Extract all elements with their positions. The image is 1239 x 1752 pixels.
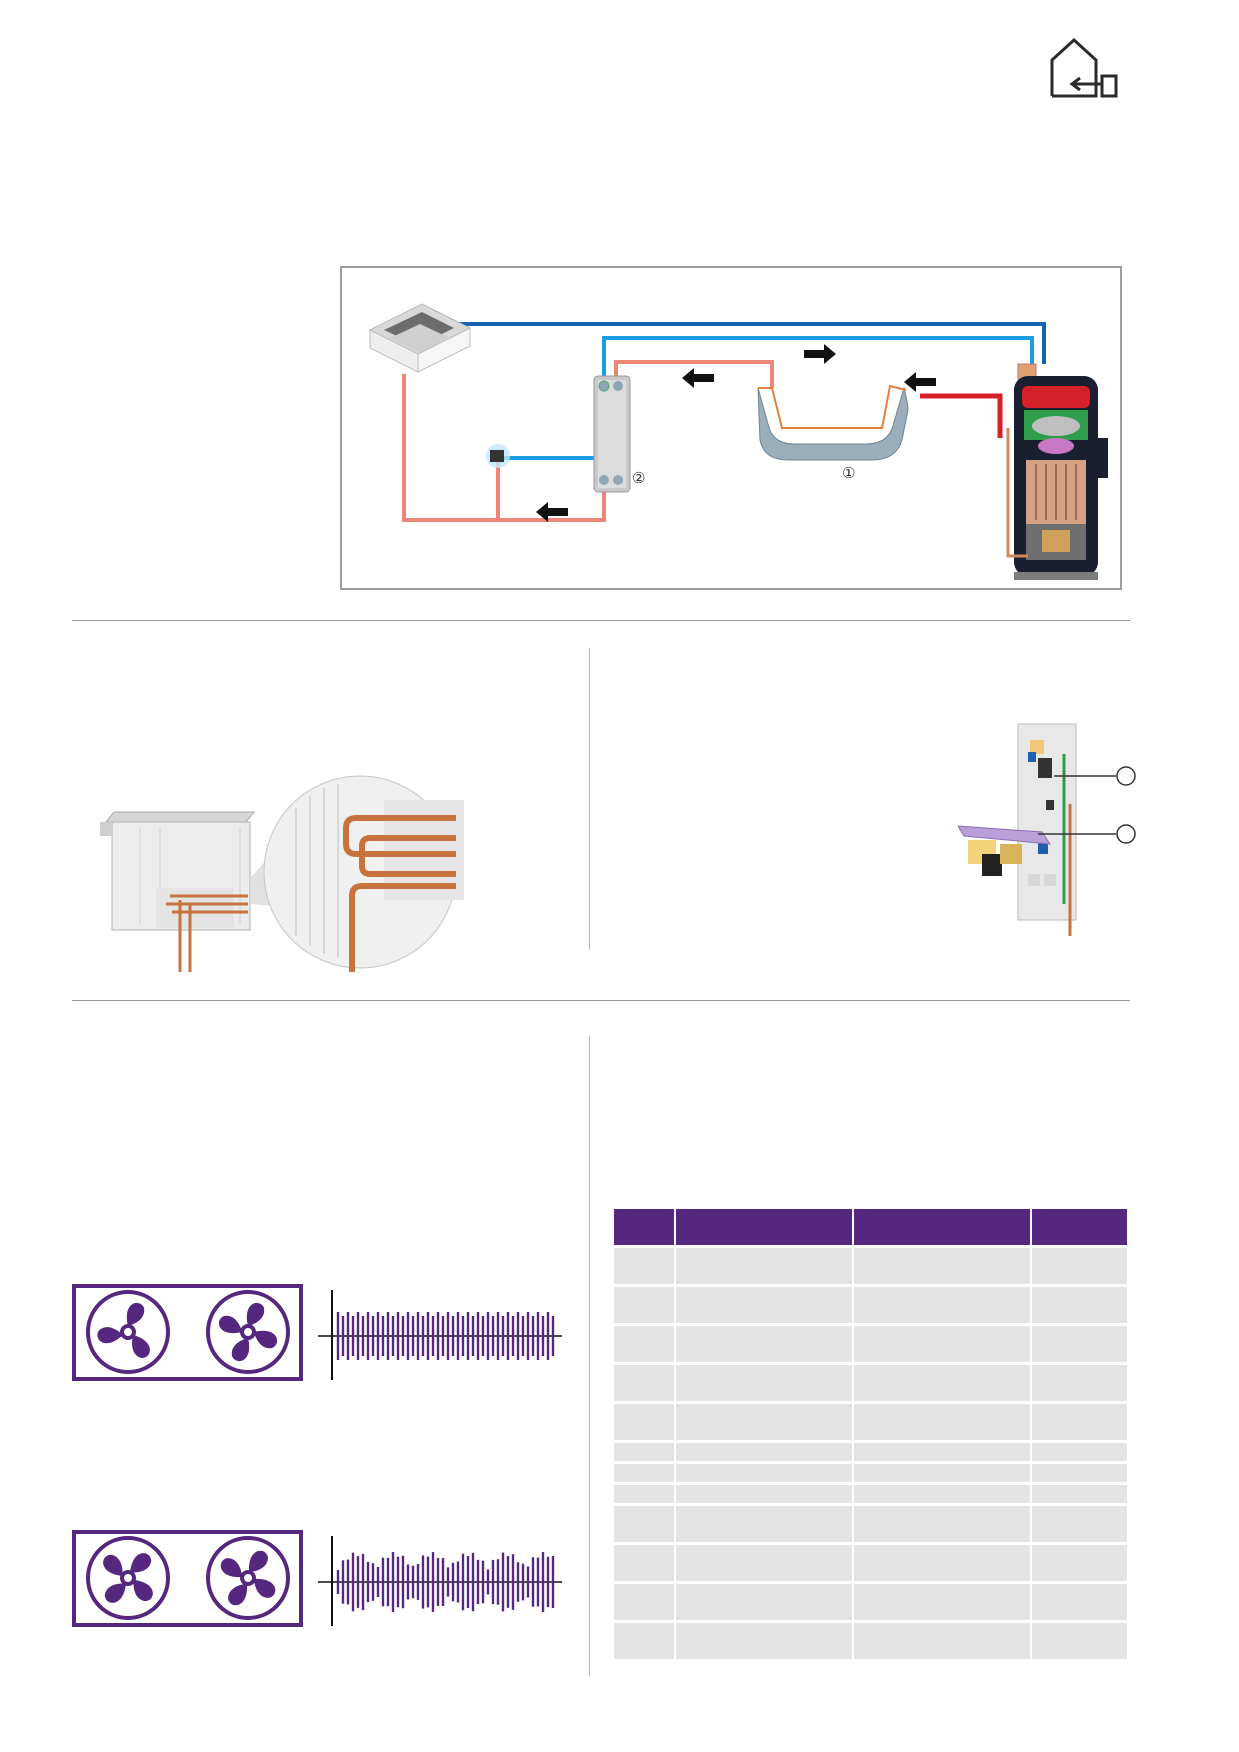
table-cell — [614, 1485, 674, 1503]
noise-waveform-constant — [318, 1290, 562, 1380]
table-cell — [1032, 1443, 1127, 1461]
table-cell — [854, 1623, 1030, 1659]
table-cell — [676, 1443, 852, 1461]
table-cell — [614, 1623, 674, 1659]
table-cell — [614, 1248, 674, 1284]
flow-arrows — [536, 344, 936, 522]
table-cell — [614, 1365, 674, 1401]
table-cell — [854, 1443, 1030, 1461]
table-cell — [1032, 1365, 1127, 1401]
table-cell — [676, 1365, 852, 1401]
fan-icon — [86, 1536, 170, 1620]
table-cell — [614, 1464, 674, 1482]
table-row — [614, 1404, 1127, 1440]
table-cell — [1032, 1506, 1127, 1542]
table-cell — [1032, 1404, 1127, 1440]
table-row — [614, 1248, 1127, 1284]
table-row — [614, 1365, 1127, 1401]
column-divider — [589, 1036, 590, 1676]
section-divider — [72, 1000, 1130, 1001]
house-outdoor-unit-icon — [1050, 37, 1118, 98]
table-header-cell — [676, 1209, 852, 1245]
table-cell — [614, 1545, 674, 1581]
fan-pair-box-constant — [72, 1284, 303, 1381]
table-cell — [854, 1464, 1030, 1482]
table-row — [614, 1287, 1127, 1323]
table-row — [614, 1584, 1127, 1620]
heat-sink-image — [757, 384, 909, 461]
table-cell — [676, 1623, 852, 1659]
table-cell — [614, 1506, 674, 1542]
table-cell — [614, 1443, 674, 1461]
table-cell — [1032, 1545, 1127, 1581]
table-row — [614, 1464, 1127, 1482]
table-row — [614, 1506, 1127, 1542]
plate-heat-exchanger-image — [593, 375, 631, 493]
table-cell — [854, 1584, 1030, 1620]
table-cell — [676, 1404, 852, 1440]
section-divider — [72, 620, 1130, 621]
compressor-cutaway-image — [1006, 363, 1108, 580]
table-cell — [854, 1326, 1030, 1362]
table-row — [614, 1623, 1127, 1659]
refrigerant-circuit-diagram: ② ① — [340, 266, 1122, 590]
callout-2: ② — [632, 469, 645, 487]
table-cell — [614, 1326, 674, 1362]
table-cell — [676, 1326, 852, 1362]
callout-1: ① — [842, 464, 855, 482]
table-header-row — [614, 1209, 1127, 1245]
expansion-valve-image — [486, 444, 510, 468]
noise-waveform-modulated — [318, 1536, 562, 1626]
table-cell — [676, 1506, 852, 1542]
fan-icon — [86, 1290, 170, 1374]
table-cell — [1032, 1623, 1127, 1659]
cassette-unit-image — [368, 303, 472, 373]
table-cell — [854, 1485, 1030, 1503]
table-cell — [614, 1404, 674, 1440]
table-header-cell — [614, 1209, 674, 1245]
table-header-cell — [854, 1209, 1030, 1245]
specification-table — [612, 1206, 1129, 1662]
fan-pair-box-modulated — [72, 1530, 303, 1627]
fan-icon — [206, 1290, 290, 1374]
table-cell — [854, 1404, 1030, 1440]
table-cell — [854, 1365, 1030, 1401]
table-cell — [676, 1485, 852, 1503]
table-row — [614, 1545, 1127, 1581]
table-cell — [1032, 1464, 1127, 1482]
table-cell — [854, 1287, 1030, 1323]
table-cell — [1032, 1584, 1127, 1620]
table-cell — [1032, 1287, 1127, 1323]
table-row — [614, 1326, 1127, 1362]
table-cell — [676, 1248, 852, 1284]
table-cell — [676, 1545, 852, 1581]
table-row — [614, 1485, 1127, 1503]
table-cell — [676, 1287, 852, 1323]
table-cell — [1032, 1485, 1127, 1503]
table-cell — [614, 1584, 674, 1620]
table-header-cell — [1032, 1209, 1127, 1245]
table-cell — [1032, 1326, 1127, 1362]
compressor-inverter-image — [958, 723, 1136, 936]
table-cell — [854, 1248, 1030, 1284]
outdoor-unit-pipe-zoom-image — [100, 775, 464, 972]
table-cell — [1032, 1248, 1127, 1284]
column-divider — [589, 648, 590, 950]
fan-icon — [206, 1536, 290, 1620]
table-cell — [676, 1464, 852, 1482]
table-row — [614, 1443, 1127, 1461]
table-cell — [854, 1506, 1030, 1542]
table-cell — [676, 1584, 852, 1620]
table-cell — [614, 1287, 674, 1323]
table-cell — [854, 1545, 1030, 1581]
